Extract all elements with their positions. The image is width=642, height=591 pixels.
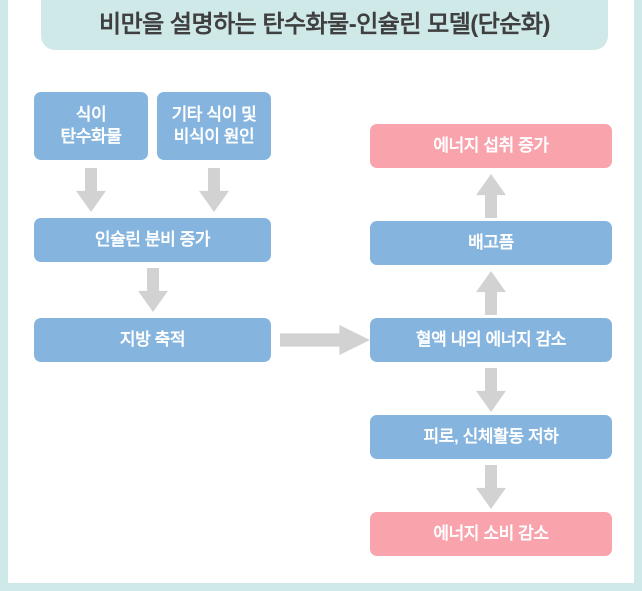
arrow-down-icon-blood-energy-to-fatigue [476, 368, 506, 412]
arrow-down-icon-other-to-insulin [199, 168, 229, 212]
arrow-right-icon-fat-to-blood-energy [280, 325, 370, 355]
arrow-down-icon-carb-to-insulin [76, 168, 106, 212]
node-fat-accumulation[interactable]: 지방 축적 [34, 318, 271, 362]
node-hunger[interactable]: 배고픔 [370, 221, 612, 265]
arrow-up-icon-hunger-to-intake [476, 174, 506, 218]
arrow-down-icon-insulin-to-fat [138, 268, 168, 312]
node-other-dietary-and-nondietary-causes[interactable]: 기타 식이 및 비식이 원인 [157, 92, 271, 160]
node-energy-intake-increase[interactable]: 에너지 섭취 증가 [370, 124, 612, 168]
arrow-down-icon-fatigue-to-expenditure [476, 465, 506, 509]
diagram-page: 비만을 설명하는 탄수화물-인슐린 모델(단순화) 식이 탄수화물 기타 식이 … [8, 0, 634, 583]
arrow-up-icon-blood-energy-to-hunger [476, 271, 506, 315]
node-blood-energy-decrease[interactable]: 혈액 내의 에너지 감소 [370, 318, 612, 362]
node-energy-expenditure-decrease[interactable]: 에너지 소비 감소 [370, 512, 612, 556]
page-title: 비만을 설명하는 탄수화물-인슐린 모델(단순화) [99, 11, 551, 38]
node-fatigue-reduced-activity[interactable]: 피로, 신체활동 저하 [370, 415, 612, 459]
node-dietary-carbohydrate[interactable]: 식이 탄수화물 [34, 92, 148, 160]
title-banner: 비만을 설명하는 탄수화물-인슐린 모델(단순화) [41, 0, 608, 50]
node-insulin-secretion-increase[interactable]: 인슐린 분비 증가 [34, 218, 271, 262]
